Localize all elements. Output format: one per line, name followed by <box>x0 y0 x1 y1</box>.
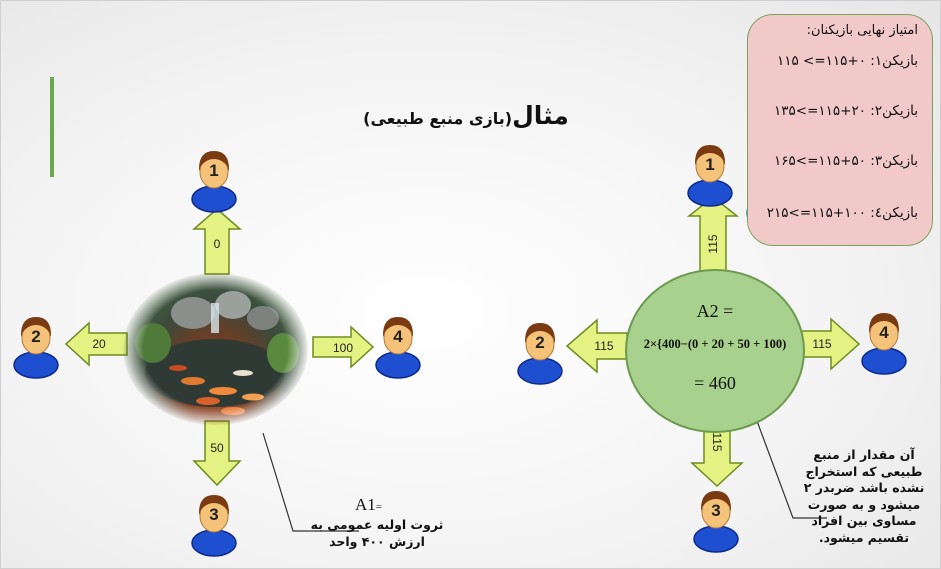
left-arrow-left <box>64 321 128 367</box>
score-box: امتیاز نهایی بازیکنان: بازیکن۱: ۰+۱۱۵=> … <box>747 14 933 246</box>
player-number: 2 <box>535 333 545 352</box>
left-arrow-down-label: 50 <box>210 441 224 455</box>
player-number: 3 <box>209 505 219 524</box>
title-main: مثال <box>512 101 569 130</box>
a1-desc-line-1: ثروت اولیه عمومی به <box>310 517 444 532</box>
left-arrow-left-label: 20 <box>92 337 106 351</box>
right-player-right: 4 <box>859 309 909 375</box>
score-row-4: بازیکن٤: ۱۰۰+۱۱۵=>۲۱۵ <box>766 205 918 221</box>
title-sub: (بازی منبع طبیعی) <box>363 109 513 128</box>
player-number: 2 <box>31 327 41 346</box>
left-player-bottom: 3 <box>189 491 239 557</box>
distribution-note: آن مقدار از منبع طبیعی که استخراج نشده ب… <box>801 447 927 546</box>
right-arrow-up-label: 115 <box>706 234 720 254</box>
note-line: طبیعی که استخراج <box>805 463 923 479</box>
a1-caption: A1= <box>355 495 382 515</box>
a1-description: ثروت اولیه عمومی به ارزش ۴۰۰ واحد <box>307 516 447 550</box>
a1-desc-line-2: ارزش ۴۰۰ واحد <box>329 534 425 549</box>
player-number: 3 <box>711 501 721 520</box>
player-number: 1 <box>705 155 715 174</box>
left-player-left: 2 <box>11 313 61 379</box>
left-arrow-up-label: 0 <box>213 237 221 251</box>
a1-connector-line <box>262 432 359 532</box>
note-connector-line <box>756 420 827 519</box>
note-line: آن مقدار از منبع <box>813 447 915 462</box>
score-row-1: بازیکن۱: ۰+۱۱۵=> ۱۱۵ <box>776 53 918 69</box>
score-row-3: بازیکن۳: ۵۰+۱۱۵=>۱۶۵ <box>774 153 918 169</box>
right-arrow-right-label: 115 <box>812 337 832 351</box>
note-line: تقسیم میشود. <box>818 529 910 545</box>
a2-formula: 2×{400−(0 + 20 + 50 + 100) <box>643 337 787 351</box>
slide-title: مثال(بازی منبع طبیعی) <box>361 101 571 130</box>
a1-suffix: = <box>375 501 382 513</box>
note-line: مساوی بین افراد <box>811 513 917 528</box>
left-arrow-up <box>191 208 243 275</box>
note-line: میشود و به صورت <box>807 496 921 512</box>
a2-result: = 460 <box>694 373 736 393</box>
right-player-bottom: 3 <box>691 487 741 553</box>
right-arrow-left <box>565 318 628 374</box>
a1-label: A1 <box>355 495 376 514</box>
right-arrow-left-label: 115 <box>594 339 614 353</box>
a2-circle <box>625 269 805 433</box>
note-line: نشده باشد ضربدر ۲ <box>803 480 925 495</box>
right-player-top: 1 <box>685 141 735 207</box>
left-arrow-right-label: 100 <box>332 341 354 355</box>
player-number: 4 <box>393 327 403 346</box>
pond-scene <box>135 291 299 415</box>
left-arrow-right <box>312 325 375 369</box>
player-number: 4 <box>879 323 889 342</box>
player-number: 1 <box>209 161 219 180</box>
left-player-right: 4 <box>373 313 423 379</box>
score-row-2: بازیکن۲: ۲۰+۱۱۵=>۱۳۵ <box>774 103 918 119</box>
score-header: امتیاز نهایی بازیکنان: <box>806 23 918 38</box>
right-player-left: 2 <box>515 319 565 385</box>
accent-bar <box>50 77 54 177</box>
pond-image <box>123 273 308 425</box>
a2-label: A2 = <box>696 301 734 321</box>
right-arrow-right <box>800 317 861 371</box>
left-arrow-down <box>192 420 242 487</box>
right-arrow-up <box>686 196 740 272</box>
left-player-top: 1 <box>189 147 239 213</box>
